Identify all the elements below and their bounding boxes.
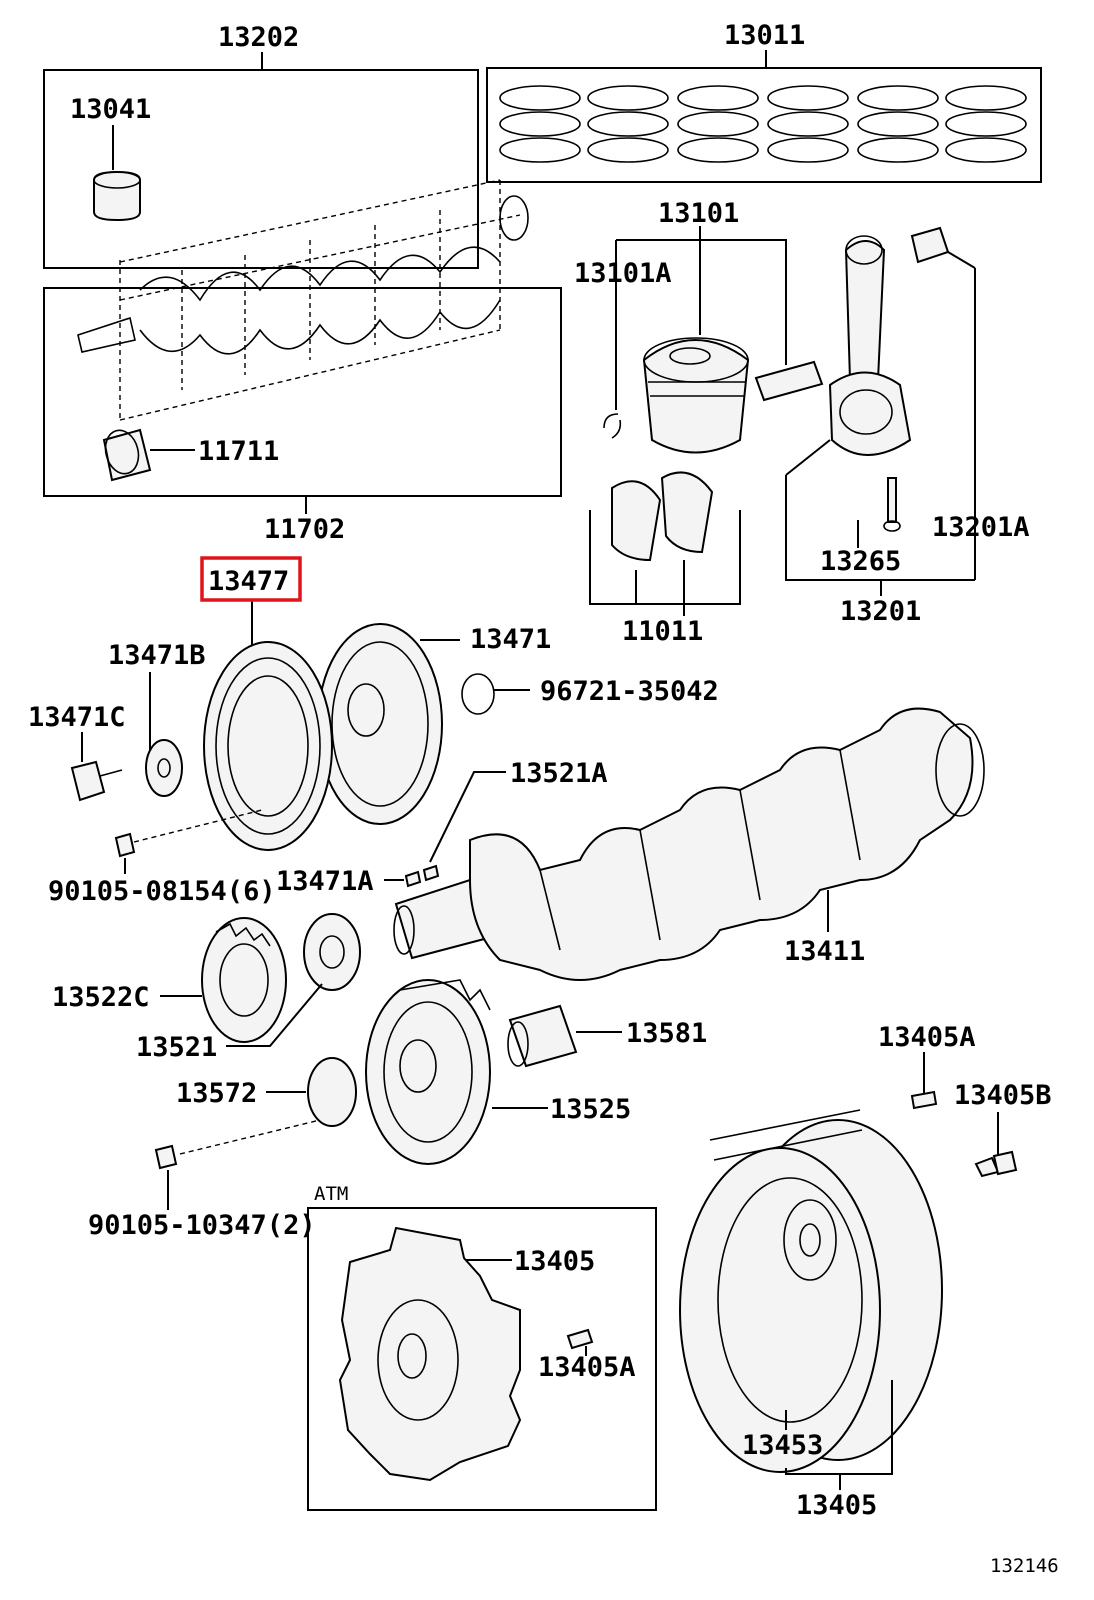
label-13011[interactable]: 13011 [724,20,805,51]
label-13265[interactable]: 13265 [820,546,901,577]
bolt-90105-10347-part [154,1119,321,1210]
plate-13572-part [266,1057,357,1127]
pulley-13477-part [203,600,530,851]
connecting-rod-part [785,226,976,596]
label-13471[interactable]: 13471 [470,624,551,655]
label-13405B[interactable]: 13405B [954,1080,1052,1111]
label-13405-atm[interactable]: 13405 [514,1246,595,1277]
label-13453[interactable]: 13453 [742,1430,823,1461]
label-11711[interactable]: 11711 [198,436,279,467]
label-13477[interactable]: 13477 [208,566,289,597]
label-13405A-atm[interactable]: 13405A [538,1352,636,1383]
label-13522C[interactable]: 13522C [52,982,150,1013]
label-13201[interactable]: 13201 [840,596,921,627]
piston-rings-box [486,50,1042,183]
bolt-90105-08154-part [114,809,263,874]
bearing-box-13202 [43,52,479,269]
label-13405[interactable]: 13405 [796,1490,877,1521]
pin-13405A-part [910,1052,938,1110]
label-13201A[interactable]: 13201A [932,512,1030,543]
label-90105-08154[interactable]: 90105-08154(6) [48,876,276,907]
label-11702[interactable]: 11702 [264,514,345,545]
atm-box [307,1207,657,1511]
label-11011[interactable]: 11011 [622,616,703,647]
label-13581[interactable]: 13581 [626,1018,707,1049]
label-13101A[interactable]: 13101A [574,258,672,289]
gear-13525-part [365,979,548,1165]
label-13405A-top[interactable]: 13405A [878,1022,976,1053]
bearing-box-11702 [43,287,562,514]
label-13525[interactable]: 13525 [550,1094,631,1125]
drive-plate-13405-part [338,1226,594,1482]
gear-13521-part [226,913,361,1047]
label-13411[interactable]: 13411 [784,936,865,967]
label-90105-10347[interactable]: 90105-10347(2) [88,1210,316,1241]
label-13101[interactable]: 13101 [658,198,739,229]
bearing-11011-part [589,471,741,616]
highlight-box-13477 [200,556,302,602]
label-13471B[interactable]: 13471B [108,640,206,671]
label-13202[interactable]: 13202 [218,22,299,53]
bearing-11711-part [102,428,195,482]
crankshaft-ghost [77,179,529,421]
label-13471A[interactable]: 13471A [276,866,374,897]
label-atm: ATM [314,1183,348,1205]
label-13041[interactable]: 13041 [70,94,151,125]
label-13572[interactable]: 13572 [176,1078,257,1109]
gear-13522C-part [160,917,287,1043]
bolt-13471C-part [70,732,123,802]
figure-id: 132146 [990,1555,1059,1577]
piston-13101-part [603,226,824,454]
washer-13471B-part [145,672,183,797]
label-13521A[interactable]: 13521A [510,758,608,789]
bolt-13405B-part [974,1112,1018,1178]
plug-13581-part [507,1004,622,1068]
keys-13471A-part [384,771,506,888]
flywheel-13405-part [679,1109,943,1490]
label-13471C[interactable]: 13471C [28,702,126,733]
label-13521[interactable]: 13521 [136,1032,217,1063]
label-96721-35042[interactable]: 96721-35042 [540,676,719,707]
bearing-13041-part [93,125,141,222]
crankshaft-13411-part [393,707,985,981]
